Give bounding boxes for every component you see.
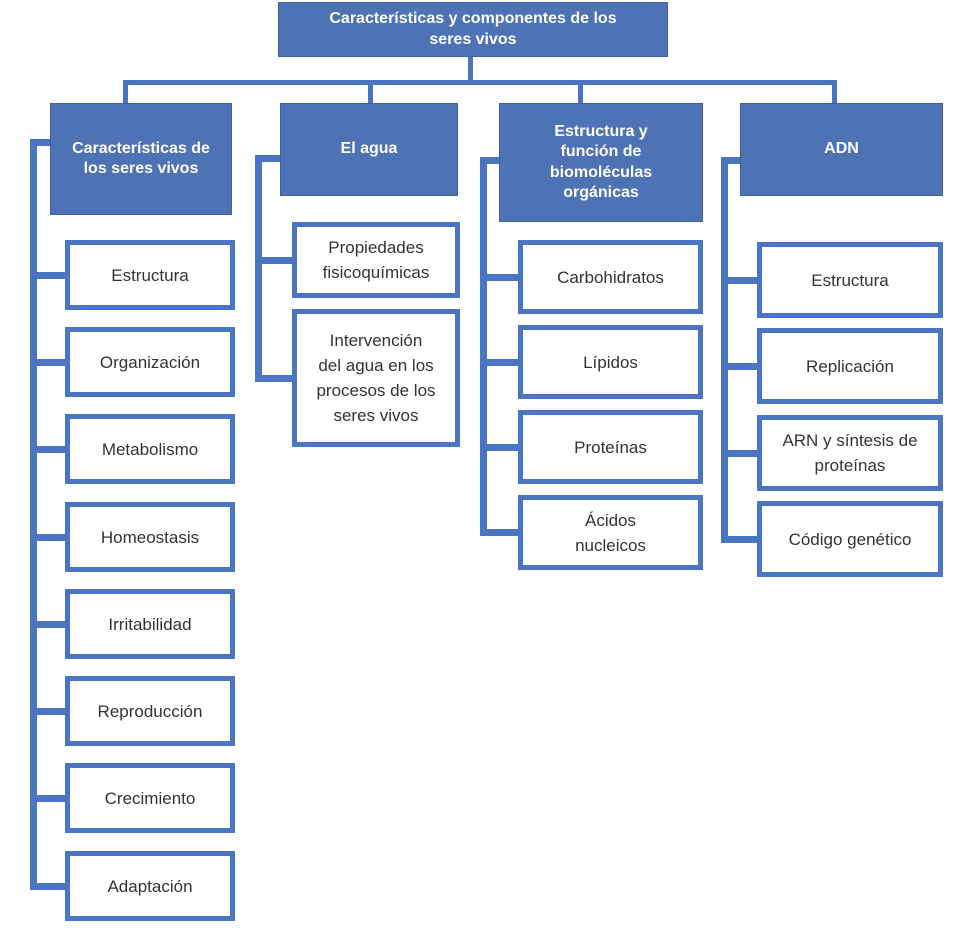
node-propiedades-fisicoquimicas: Propiedades fisicoquímicas (292, 222, 460, 298)
connector-stub (721, 157, 748, 164)
node-lipidos: Lípidos (518, 325, 703, 399)
connector-stub (721, 449, 765, 457)
connector-stub (480, 358, 526, 366)
connector-stub (480, 443, 526, 451)
node-proteinas: Proteínas (518, 410, 703, 484)
connector-stub (30, 358, 73, 366)
node-adaptacion: Adaptación (65, 851, 235, 921)
connector-stub (480, 529, 526, 536)
connector-branch-rail (123, 80, 837, 85)
node-el-agua: El agua (280, 103, 458, 196)
node-organizacion: Organización (65, 327, 235, 397)
node-acidos-nucleicos: Ácidos nucleicos (518, 495, 703, 570)
connector-stub (30, 533, 73, 541)
node-reproduccion: Reproducción (65, 676, 235, 746)
node-arn-y-sintesis: ARN y síntesis de proteínas (757, 415, 943, 491)
connector-stub (480, 273, 526, 281)
node-intervencion-del-agua: Intervención del agua en los procesos de… (292, 309, 460, 447)
connector-drop-1 (123, 80, 128, 104)
node-caracteristicas-de-los: Características de los seres vivos (50, 103, 232, 215)
connector-stub (721, 362, 765, 370)
node-adn: ADN (740, 103, 943, 196)
node-codigo-genetico: Código genético (757, 501, 943, 577)
connector-stub (721, 276, 765, 284)
connector-stub (30, 445, 73, 453)
connector-stub (255, 256, 300, 264)
connector-bracket (255, 155, 262, 382)
node-estructura: Estructura (65, 240, 235, 310)
connector-stub (255, 374, 300, 382)
connector-drop-4 (832, 80, 837, 104)
connector-stub (30, 620, 73, 628)
node-metabolismo: Metabolismo (65, 414, 235, 484)
connector-stub (721, 535, 765, 543)
connector-drop-3 (578, 80, 583, 104)
connector-stub (30, 707, 73, 715)
connector-bracket (721, 157, 728, 543)
connector-stub (30, 271, 73, 279)
node-irritabilidad: Irritabilidad (65, 589, 235, 659)
connector-stub (255, 155, 288, 162)
connector-drop-2 (368, 80, 373, 104)
connector-stub (30, 139, 58, 146)
connector-bracket (30, 139, 37, 890)
connector-root-stem (468, 56, 473, 82)
node-estructura-y-funcion: Estructura y función de biomoléculas org… (499, 103, 703, 222)
connector-stub (30, 882, 73, 890)
node-homeostasis: Homeostasis (65, 502, 235, 572)
connector-stub (480, 157, 507, 164)
node-crecimiento: Crecimiento (65, 763, 235, 833)
node-carbohidratos: Carbohidratos (518, 240, 703, 314)
connector-bracket (480, 157, 487, 536)
connector-stub (30, 794, 73, 802)
node-root-caracteristicas-componentes: Características y componentes de los ser… (278, 2, 668, 57)
node-replicacion: Replicación (757, 328, 943, 404)
node-estructura: Estructura (757, 242, 943, 318)
